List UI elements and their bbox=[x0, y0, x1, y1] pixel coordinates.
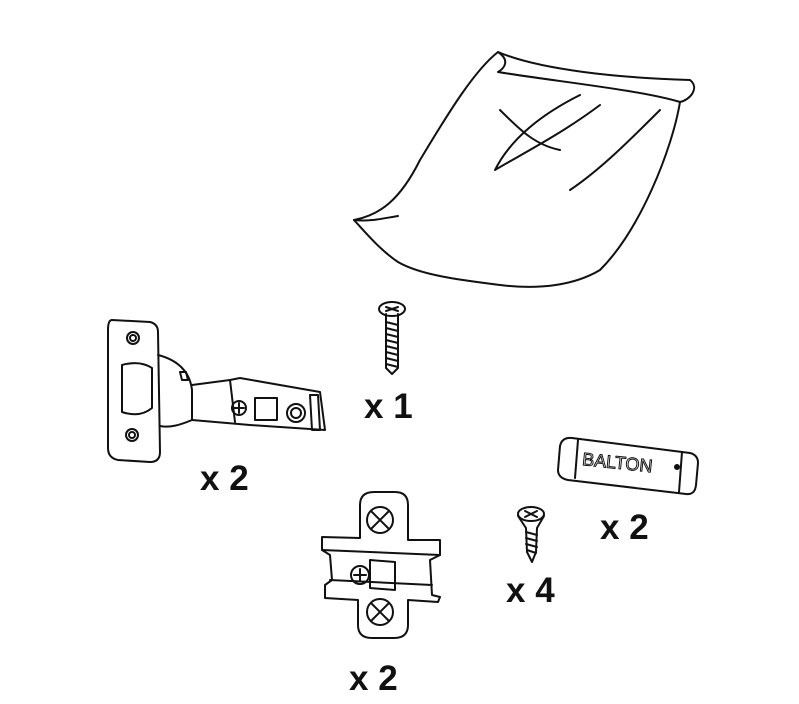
bag-illustration bbox=[353, 51, 696, 288]
wood-screw-quantity-label: x 4 bbox=[506, 571, 555, 610]
wood-screw-illustration bbox=[517, 506, 545, 563]
mounting-plate-illustration bbox=[321, 491, 441, 639]
balton-logo: BALTON bbox=[581, 449, 653, 476]
hinge-quantity-label: x 2 bbox=[200, 459, 249, 498]
bolt-quantity-label: x 1 bbox=[364, 387, 413, 426]
bolt-illustration bbox=[378, 301, 406, 375]
mounting-plate-quantity-label: x 2 bbox=[349, 659, 398, 698]
cap-quantity-label: x 2 bbox=[600, 508, 649, 547]
cover-cap-illustration: BALTON bbox=[557, 436, 699, 496]
hinge-illustration bbox=[107, 319, 326, 463]
